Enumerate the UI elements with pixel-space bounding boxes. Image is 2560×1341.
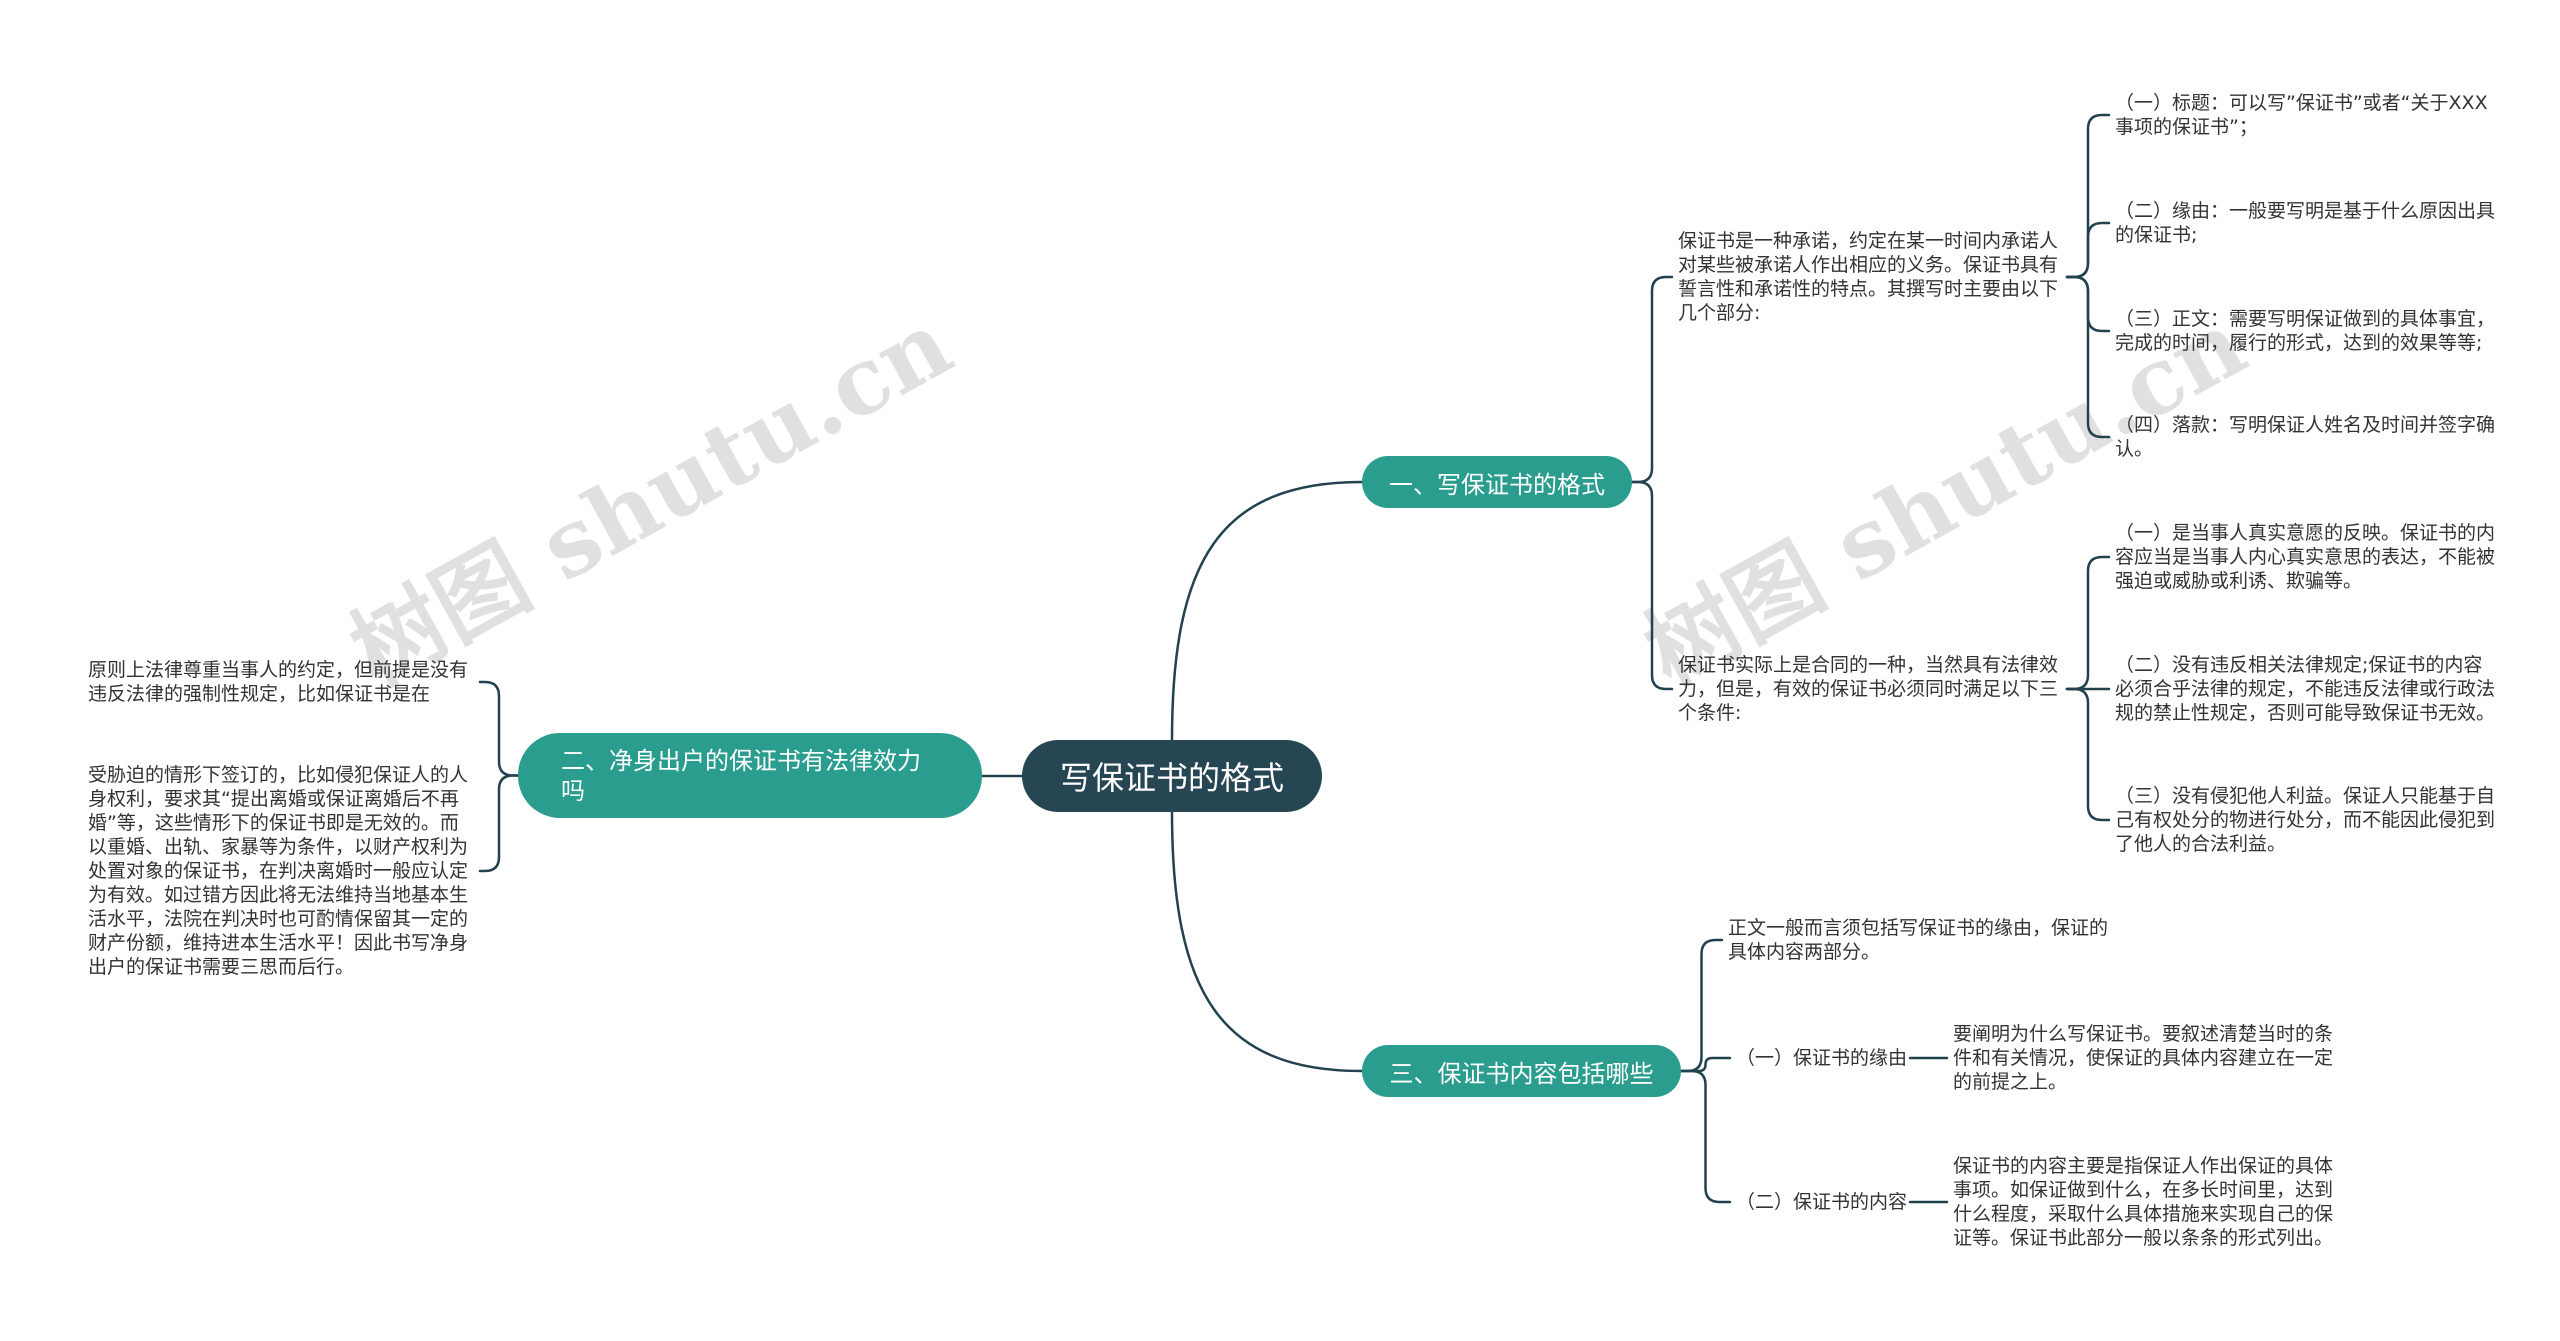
subtopic-3-2: （一）保证书的缘由 [1736, 1047, 1908, 1069]
connector-b1-b1c1 [478, 774, 520, 873]
connector-b0c1-b0c1g0 [2065, 555, 2111, 691]
connector-b0c1-b0c1g2 [2065, 687, 2111, 822]
connector-b0c0-b0c0g3 [2065, 275, 2111, 439]
connector-root-branch-1 [1170, 480, 1364, 742]
subtopic-2-1: 原则上法律尊重当事人的约定，但前提是没有违反法律的强制性规定，比如保证书是在 [88, 659, 469, 705]
detail-3-2-1: 要阐明为什么写保证书。要叙述清楚当时的条件和有关情况，使保证的具体内容建立在一定… [1953, 1023, 2334, 1093]
connector-b1-b1c0 [478, 680, 520, 777]
detail-1-2-2: （二）没有违反相关法律规定;保证书的内容必须合乎法律的规定，不能违反法律或行政法… [2115, 654, 2496, 724]
subtopic-1-1: 保证书是一种承诺，约定在某一时间内承诺人对某些被承诺人作出相应的义务。保证书具有… [1678, 230, 2059, 324]
subtopic-1-2: 保证书实际上是合同的一种，当然具有法律效力，但是，有效的保证书必须同时满足以下三… [1678, 654, 2059, 724]
connector-root-branch-3 [1170, 810, 1364, 1073]
subtopic-3-1: 正文一般而言须包括写保证书的缘由，保证的具体内容两部分。 [1728, 917, 2109, 963]
connector-b2-b2c1 [1679, 1056, 1732, 1073]
detail-1-1-1: （一）标题：可以写”保证书”或者“关于XXX事项的保证书”； [2115, 92, 2488, 138]
detail-1-2-3: （三）没有侵犯他人利益。保证人只能基于自己有权处分的物进行处分，而不能因此侵犯到… [2115, 785, 2496, 855]
detail-1-1-4: （四）落款：写明保证人姓名及时间并签字确认。 [2115, 414, 2496, 460]
connector-b2-b2c0 [1679, 938, 1724, 1073]
branch-topic-3-label: 三、保证书内容包括哪些 [1389, 1059, 1654, 1088]
detail-3-3-1: 保证书的内容主要是指保证人作出保证的具体事项。如保证做到什么，在多长时间里，达到… [1953, 1155, 2334, 1249]
root-topic: 写保证书的格式 [1022, 740, 1322, 812]
branch-topic-1-label: 一、写保证书的格式 [1389, 470, 1605, 499]
connector-b0-b0c0 [1630, 275, 1674, 484]
branch-topic-3: 三、保证书内容包括哪些 [1362, 1045, 1681, 1097]
connector-b0c0-b0c0g1 [2065, 221, 2111, 279]
branch-topic-1: 一、写保证书的格式 [1362, 456, 1632, 508]
branch-topic-2-label: 二、净身出户的保证书有法律效力吗 [561, 746, 921, 805]
connector-b2-b2c2 [1679, 1069, 1732, 1204]
root-topic-label: 写保证书的格式 [1059, 759, 1284, 797]
branch-topic-2: 二、净身出户的保证书有法律效力吗 [518, 733, 982, 818]
subtopic-3-3: （二）保证书的内容 [1736, 1191, 1908, 1213]
detail-1-1-3: （三）正文：需要写明保证做到的具体事宜，完成的时间，履行的形式，达到的效果等等; [2115, 308, 2496, 354]
subtopic-2-2: 受胁迫的情形下签订的，比如侵犯保证人的人身权利，要求其“提出离婚或保证离婚后不再… [88, 764, 469, 978]
detail-1-2-1: （一）是当事人真实意愿的反映。保证书的内容应当是当事人内心真实意思的表达，不能被… [2115, 522, 2496, 592]
detail-1-1-2: （二）缘由：一般要写明是基于什么原因出具的保证书; [2115, 200, 2496, 246]
connector-b0-b0c1 [1630, 480, 1674, 691]
